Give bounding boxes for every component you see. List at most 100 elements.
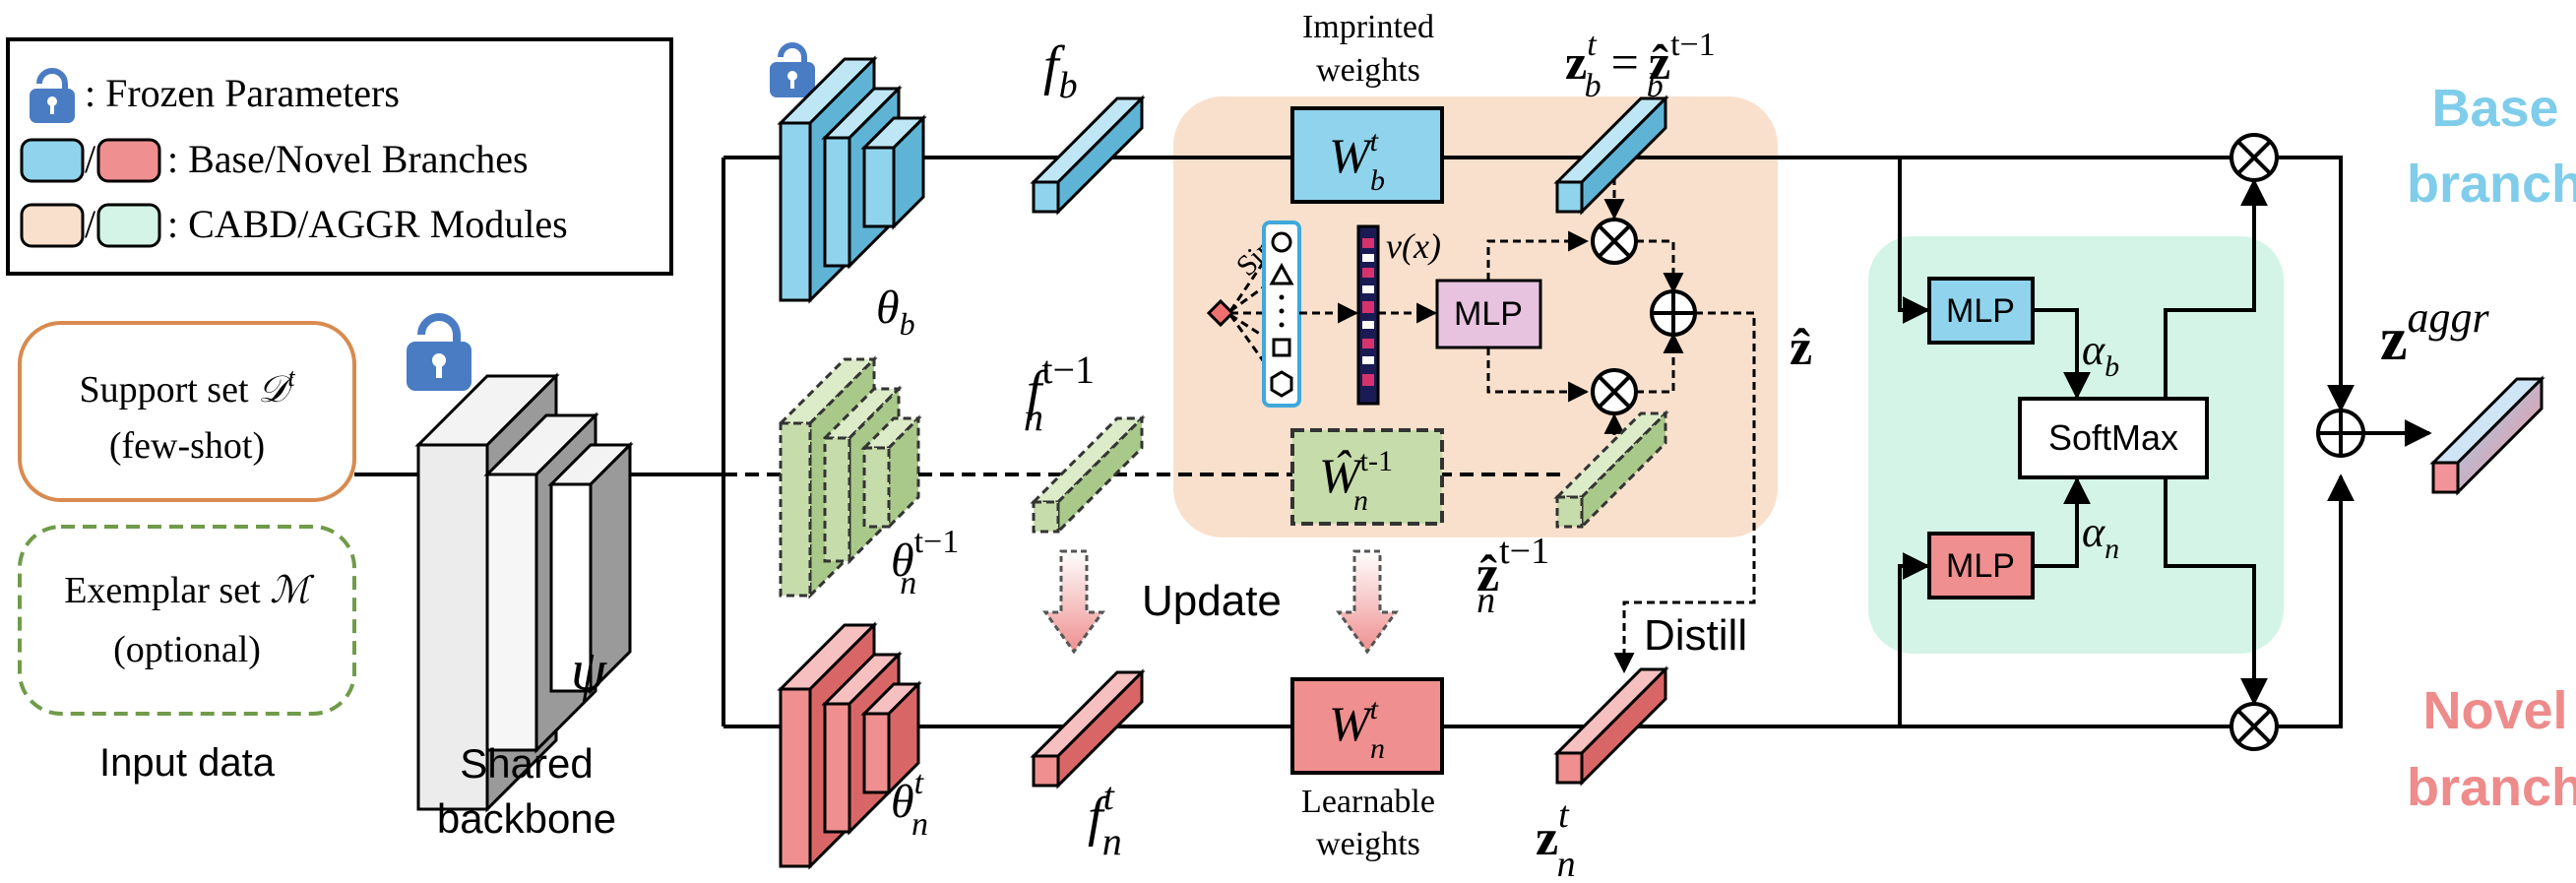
z-aggr-label: zaggr bbox=[2380, 293, 2490, 373]
imprinted-label-line1: Imprinted bbox=[1302, 9, 1434, 45]
base-branch-label-line2: branch bbox=[2407, 155, 2576, 214]
aggr-multiply-top bbox=[2230, 133, 2279, 182]
cabd-sum bbox=[1650, 289, 1697, 337]
legend-cabd-swatch bbox=[20, 203, 85, 248]
legend-lock-icon bbox=[30, 68, 75, 123]
learnable-label-line1: Learnable bbox=[1301, 784, 1435, 820]
mult-top-to-sum bbox=[2277, 156, 2355, 412]
aggr-multiply-bottom bbox=[2230, 702, 2279, 751]
softmax-to-mult-top bbox=[2164, 178, 2268, 399]
aggr-sum bbox=[2316, 409, 2365, 458]
exemplar-set-note: (optional) bbox=[113, 629, 261, 670]
z-aggr-prism bbox=[2429, 375, 2545, 496]
aggr-mlp-top-label: MLP bbox=[1946, 292, 2015, 330]
base-lock-icon bbox=[770, 42, 815, 97]
alpha-b-label: αb bbox=[2082, 326, 2119, 383]
hexagon-icon bbox=[1270, 370, 1293, 398]
square-icon bbox=[1272, 338, 1291, 357]
zn-old-prism bbox=[1553, 410, 1669, 531]
mlp-to-mult-bottom bbox=[1486, 347, 1590, 403]
support-set-label: Support set 𝒟t bbox=[79, 363, 295, 410]
support-set-note: (few-shot) bbox=[109, 425, 265, 467]
shared-backbone: ψ Shared backbone bbox=[407, 313, 634, 842]
legend-modules-label: : CABD/AGGR Modules bbox=[167, 202, 568, 246]
cabd-multiply-top bbox=[1591, 218, 1638, 265]
zn-prism bbox=[1553, 665, 1669, 787]
base-branch-label-line1: Base bbox=[2431, 79, 2558, 138]
aggr-mlp-bottom-box bbox=[1927, 532, 2035, 599]
update-arrow-right bbox=[1336, 549, 1399, 655]
mult-bottom-to-sum bbox=[2277, 473, 2355, 728]
exemplar-set-box bbox=[18, 525, 356, 716]
update-arrow-left bbox=[1042, 549, 1105, 655]
input-data: Support set 𝒟t (few-shot) Exemplar set ℳ… bbox=[18, 321, 356, 785]
vx-vector bbox=[1356, 224, 1380, 406]
dot-3 bbox=[1279, 322, 1285, 328]
distill-path bbox=[1613, 311, 1756, 674]
mlp-bottom-to-softmax bbox=[2033, 476, 2091, 568]
z-hat-label: ẑ bbox=[1790, 320, 1812, 376]
triangle-icon bbox=[1269, 262, 1294, 285]
cabd-mlp-label: MLP bbox=[1454, 295, 1523, 333]
wn-hat-box bbox=[1290, 428, 1444, 526]
exemplar-set-label: Exemplar set ℳ bbox=[64, 570, 315, 611]
mult-top-to-sum bbox=[1636, 239, 1684, 294]
circle-icon bbox=[1271, 231, 1292, 253]
legend-aggr-swatch bbox=[96, 203, 161, 248]
aggr-mlp-top-box bbox=[1927, 277, 2035, 345]
backbone-caption-line2: backbone bbox=[437, 795, 616, 842]
novel-branch-label-line1: Novel bbox=[2422, 681, 2567, 740]
zb-prism bbox=[1553, 95, 1669, 216]
legend-slash-1: / bbox=[85, 137, 96, 181]
cabd-multiply-bottom bbox=[1591, 368, 1638, 415]
legend-slash-2: / bbox=[85, 202, 96, 246]
dot-2 bbox=[1279, 308, 1285, 314]
backbone-caption-line1: Shared bbox=[460, 740, 593, 787]
mlp-top-to-softmax bbox=[2033, 308, 2091, 400]
wb-box bbox=[1290, 106, 1444, 204]
input-data-caption: Input data bbox=[99, 741, 276, 785]
vx-label: v(x) bbox=[1386, 226, 1441, 266]
softmax-box bbox=[2018, 397, 2209, 479]
feature-fb: fb bbox=[1030, 35, 1146, 216]
legend-frozen-label: : Frozen Parameters bbox=[85, 71, 400, 115]
sim-line-4 bbox=[1229, 313, 1281, 348]
sim-line-1 bbox=[1228, 237, 1282, 312]
base-to-mlp-line bbox=[1898, 158, 1930, 324]
novel-branch-label-line2: branch bbox=[2407, 758, 2576, 817]
softmax-to-mult-bottom bbox=[2164, 477, 2268, 706]
mlp-to-mult-top bbox=[1486, 230, 1590, 281]
softmax-label: SoftMax bbox=[2048, 417, 2178, 458]
learnable-label-line2: weights bbox=[1316, 826, 1420, 862]
legend-novel-swatch bbox=[96, 138, 161, 183]
legend: : Frozen Parameters / : Base/Novel Branc… bbox=[6, 37, 673, 276]
dot-1 bbox=[1279, 294, 1285, 300]
fb-label: fb bbox=[1043, 35, 1078, 106]
distill-label: Distill bbox=[1644, 611, 1747, 660]
support-set-box bbox=[18, 321, 356, 502]
alpha-n-label: αn bbox=[2082, 508, 2119, 565]
base-encoder-label: θb bbox=[876, 282, 915, 342]
backbone-lock-icon bbox=[407, 313, 471, 391]
base-encoder: θb bbox=[770, 42, 927, 342]
novel-to-mlp-line bbox=[1898, 552, 1930, 726]
aggr-mlp-bottom-label: MLP bbox=[1946, 547, 2015, 585]
legend-branches-label: : Base/Novel Branches bbox=[167, 137, 529, 181]
update-label: Update bbox=[1142, 577, 1282, 625]
backbone-symbol: ψ bbox=[571, 638, 607, 702]
